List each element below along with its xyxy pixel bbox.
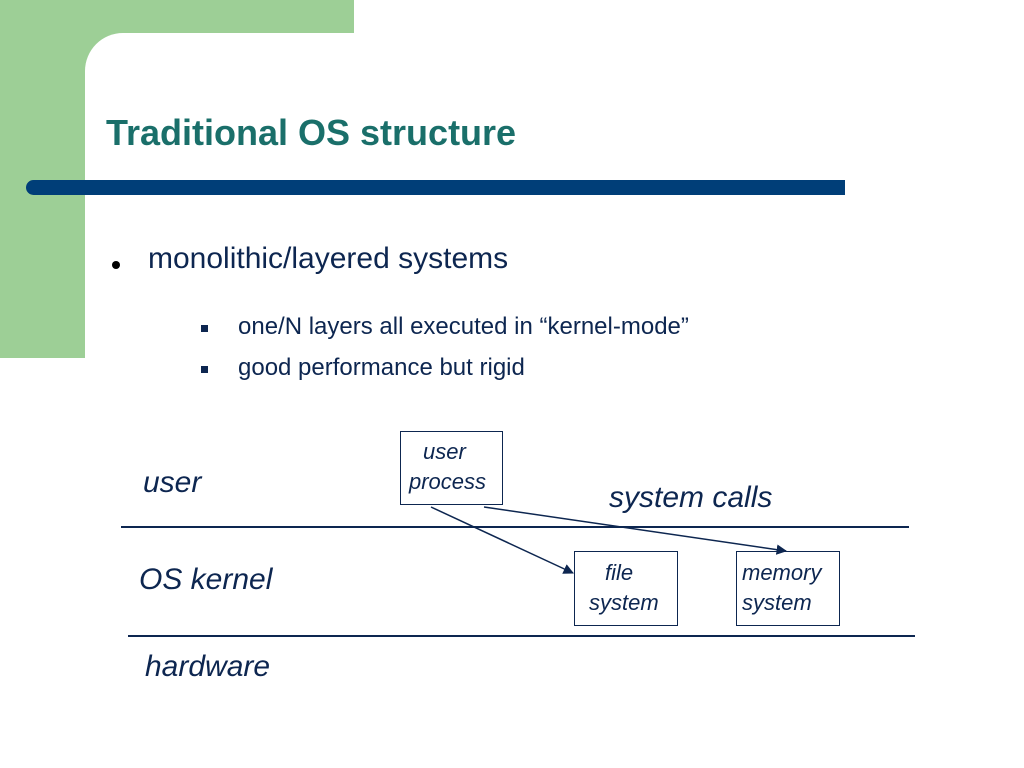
layer-hardware-label: hardware xyxy=(145,650,271,683)
memory-system-line-1: memory xyxy=(742,560,822,585)
slide-title: Traditional OS structure xyxy=(106,112,517,153)
sub-bullet-1-text: one/N layers all executed in “kernel-mod… xyxy=(238,313,689,340)
memory-system-box: memory system xyxy=(736,551,840,626)
user-process-line-1: user xyxy=(423,439,466,464)
square-bullet-icon xyxy=(201,325,208,332)
content-panel xyxy=(85,33,1024,768)
arrow-to-memory-system xyxy=(483,506,788,555)
file-system-line-1: file xyxy=(605,560,634,585)
round-bullet-icon xyxy=(112,261,120,269)
layer-kernel-label: OS kernel xyxy=(139,563,273,596)
arrow-to-file-system xyxy=(430,506,574,574)
file-system-box: file system xyxy=(574,551,678,626)
sub-bullet-2-text: good performance but rigid xyxy=(238,354,525,381)
user-kernel-divider xyxy=(121,526,909,528)
file-system-line-2: system xyxy=(589,590,659,615)
title-underline-bar xyxy=(26,180,845,195)
square-bullet-icon xyxy=(201,366,208,373)
kernel-hardware-divider xyxy=(128,635,915,637)
bullet-main-text: monolithic/layered systems xyxy=(148,242,509,275)
system-calls-label: system calls xyxy=(609,481,773,514)
layer-user-label: user xyxy=(143,466,202,499)
memory-system-line-2: system xyxy=(742,590,812,615)
user-process-box: user process xyxy=(400,431,503,505)
user-process-line-2: process xyxy=(409,469,487,494)
